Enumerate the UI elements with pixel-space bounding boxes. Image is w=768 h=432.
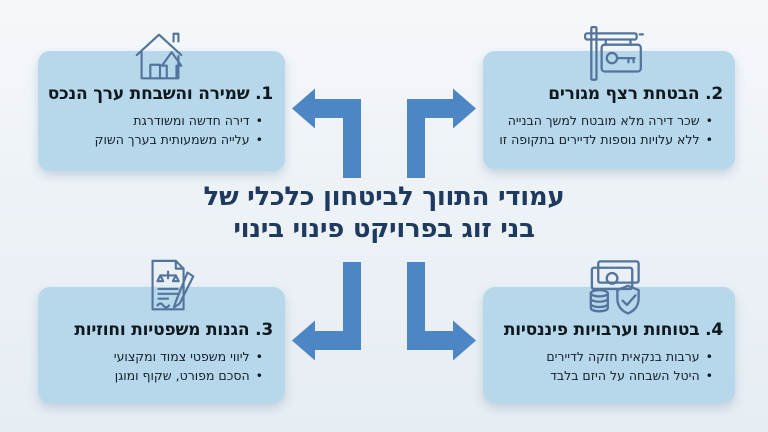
bullet-item: עלייה משמעותית בערך השוק bbox=[48, 130, 263, 149]
pillar-1-bullets: דירה חדשה ומשודרגת עלייה משמעותית בערך ה… bbox=[48, 111, 273, 150]
bullet-item: ללא עלויות נוספות לדיירים בתקופה זו bbox=[493, 130, 713, 149]
bullet-item: שכר דירה מלא מובטח למשך הבנייה bbox=[493, 111, 713, 130]
bullet-item: דירה חדשה ומשודרגת bbox=[48, 111, 263, 130]
main-title-line2: בני זוג בפרויקט פינוי בינוי bbox=[233, 214, 535, 245]
arrow-down-left-icon bbox=[292, 262, 361, 361]
pillar-2-bullets: שכר דירה מלא מובטח למשך הבנייה ללא עלויו… bbox=[493, 111, 723, 150]
pillar-4-bullets: ערבות בנקאית חזקה לדיירים היטל השבחה על … bbox=[493, 347, 723, 386]
pillar-card-4: 4. בטוחות וערבויות פיננסיות ערבות בנקאית… bbox=[483, 287, 735, 403]
bullet-item: ליווי משפטי צמוד ומקצועי bbox=[48, 347, 263, 366]
pillar-4-title: 4. בטוחות וערבויות פיננסיות bbox=[503, 320, 723, 340]
pillar-1-title: 1. שמירה והשבחת ערך הנכס bbox=[47, 84, 273, 104]
pillar-card-1: 1. שמירה והשבחת ערך הנכס דירה חדשה ומשוד… bbox=[38, 51, 285, 171]
pillar-3-bullets: ליווי משפטי צמוד ומקצועי הסכם מפורט, שקו… bbox=[48, 347, 273, 386]
house-value-up-icon bbox=[129, 26, 191, 92]
legal-contract-icon bbox=[139, 257, 201, 323]
arrow-up-right-icon bbox=[407, 88, 476, 178]
bullet-item: הסכם מפורט, שקוף ומוגן bbox=[48, 366, 263, 385]
pillar-3-title: 3. הגנות משפטיות וחוזיות bbox=[74, 320, 273, 340]
pillar-card-3: 3. הגנות משפטיות וחוזיות ליווי משפטי צמו… bbox=[38, 287, 285, 403]
money-shield-icon bbox=[577, 255, 645, 327]
key-sign-icon bbox=[581, 22, 647, 92]
bullet-item: ערבות בנקאית חזקה לדיירים bbox=[493, 347, 713, 366]
arrow-down-right-icon bbox=[407, 262, 476, 361]
arrow-up-left-icon bbox=[292, 88, 361, 178]
main-title: עמודי התווך לביטחון כלכלי של בני זוג בפר… bbox=[0, 181, 768, 245]
main-title-line1: עמודי התווך לביטחון כלכלי של bbox=[203, 182, 565, 212]
bullet-item: היטל השבחה על היזם בלבד bbox=[493, 366, 713, 385]
pillar-2-title: 2. הבטחת רצף מגורים bbox=[548, 84, 723, 104]
